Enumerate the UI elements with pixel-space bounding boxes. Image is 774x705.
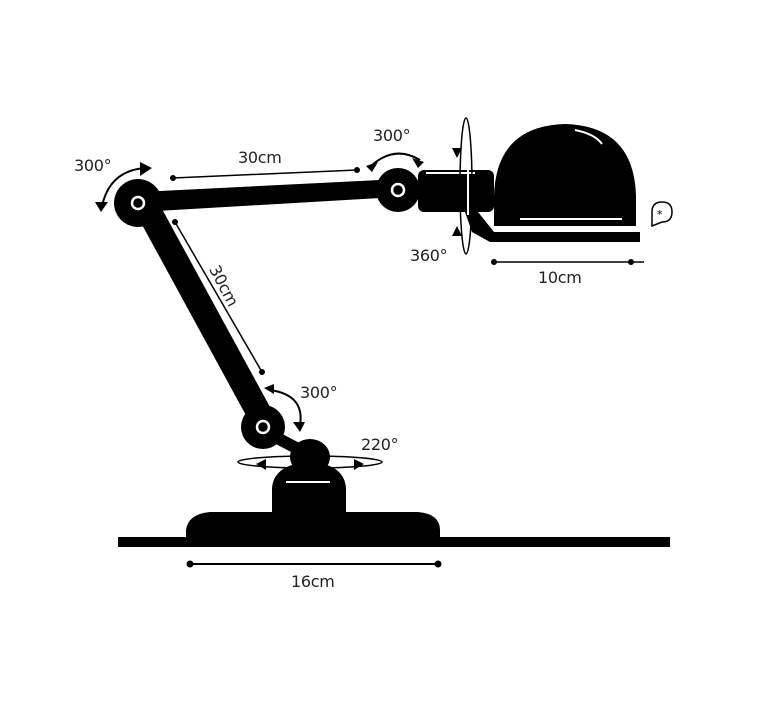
base-joint-rotation-label: 300° bbox=[300, 383, 338, 402]
shade-bracket bbox=[465, 212, 640, 242]
lower-joint bbox=[241, 405, 285, 449]
head-holder bbox=[418, 170, 494, 212]
dim-base bbox=[186, 560, 442, 568]
base-dome bbox=[272, 462, 346, 515]
head-rotation-arrow-icon bbox=[459, 117, 473, 255]
lamp-shade bbox=[494, 124, 636, 226]
base-swivel-arrow-icon bbox=[237, 455, 383, 469]
ground-line bbox=[118, 537, 670, 547]
elbow-rotation-arrow-icon bbox=[371, 152, 421, 166]
head-rotation-label: 360° bbox=[410, 246, 448, 265]
dim-shade bbox=[491, 259, 644, 265]
upper-arm-length-label: 30cm bbox=[238, 148, 282, 167]
light-bulb-badge-icon: * bbox=[651, 201, 673, 228]
base-joint-rotation-arrow-icon bbox=[269, 389, 302, 426]
head-joint bbox=[376, 168, 420, 212]
svg-text:*: * bbox=[657, 208, 663, 221]
upper-arm bbox=[140, 180, 380, 212]
shoulder-rotation-arrow-icon bbox=[101, 167, 147, 207]
lamp-base bbox=[186, 512, 440, 540]
shoulder-rotation-label: 300° bbox=[74, 156, 112, 175]
shade-length-label: 10cm bbox=[538, 268, 582, 287]
base-width-label: 16cm bbox=[291, 572, 335, 591]
dim-upper-arm bbox=[170, 167, 360, 181]
shoulder-joint bbox=[114, 179, 162, 227]
dim-lower-arm bbox=[172, 219, 265, 375]
elbow-rotation-label: 300° bbox=[373, 126, 411, 145]
base-swivel-label: 220° bbox=[361, 435, 399, 454]
lower-arm bbox=[134, 198, 276, 430]
